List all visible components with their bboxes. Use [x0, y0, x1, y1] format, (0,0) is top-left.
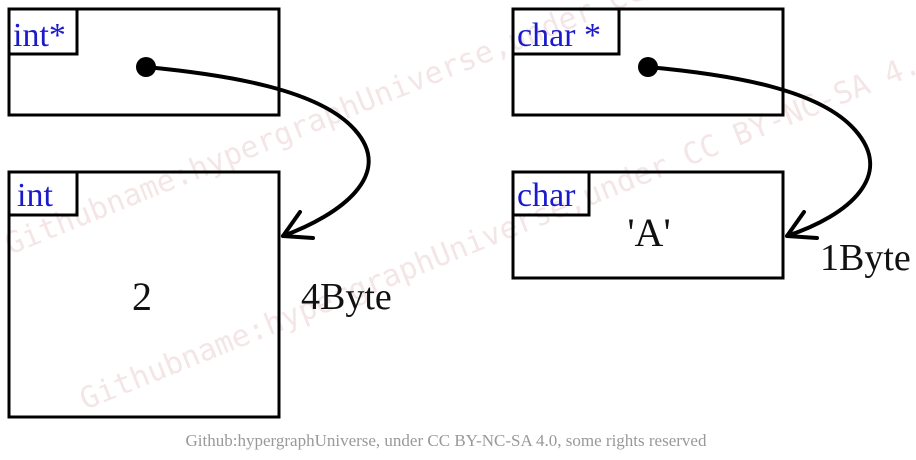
int-pointer-type-label: int*	[13, 17, 66, 54]
int-pointer-label-frame	[9, 9, 79, 56]
int-type-label: int	[17, 177, 53, 214]
char-type-label: char	[517, 177, 576, 214]
int-pointer-arrowhead	[281, 210, 315, 240]
int-pointer-arrow	[144, 65, 371, 238]
left-pointer-group: int* int 2 4Byte	[7, 7, 392, 419]
char-size-label: 1Byte	[820, 237, 911, 279]
int-pointer-box	[7, 7, 281, 117]
char-pointer-type-label: char *	[517, 17, 601, 54]
char-pointer-label-frame	[513, 9, 621, 56]
char-pointer-arrow	[646, 65, 873, 238]
char-value-box	[511, 170, 785, 280]
char-pointer-box	[511, 7, 785, 117]
char-pointer-arrowhead	[785, 210, 819, 240]
int-size-label: 4Byte	[301, 276, 392, 318]
right-pointer-group: char * char 'A' 1Byte	[511, 7, 911, 280]
int-value-box	[7, 170, 281, 419]
int-label-frame	[9, 172, 79, 217]
int-value: 2	[132, 274, 152, 319]
footer-attribution: Github:hypergraphUniverse, under CC BY-N…	[186, 431, 707, 450]
char-value: 'A'	[627, 210, 670, 255]
char-label-frame	[513, 172, 591, 217]
